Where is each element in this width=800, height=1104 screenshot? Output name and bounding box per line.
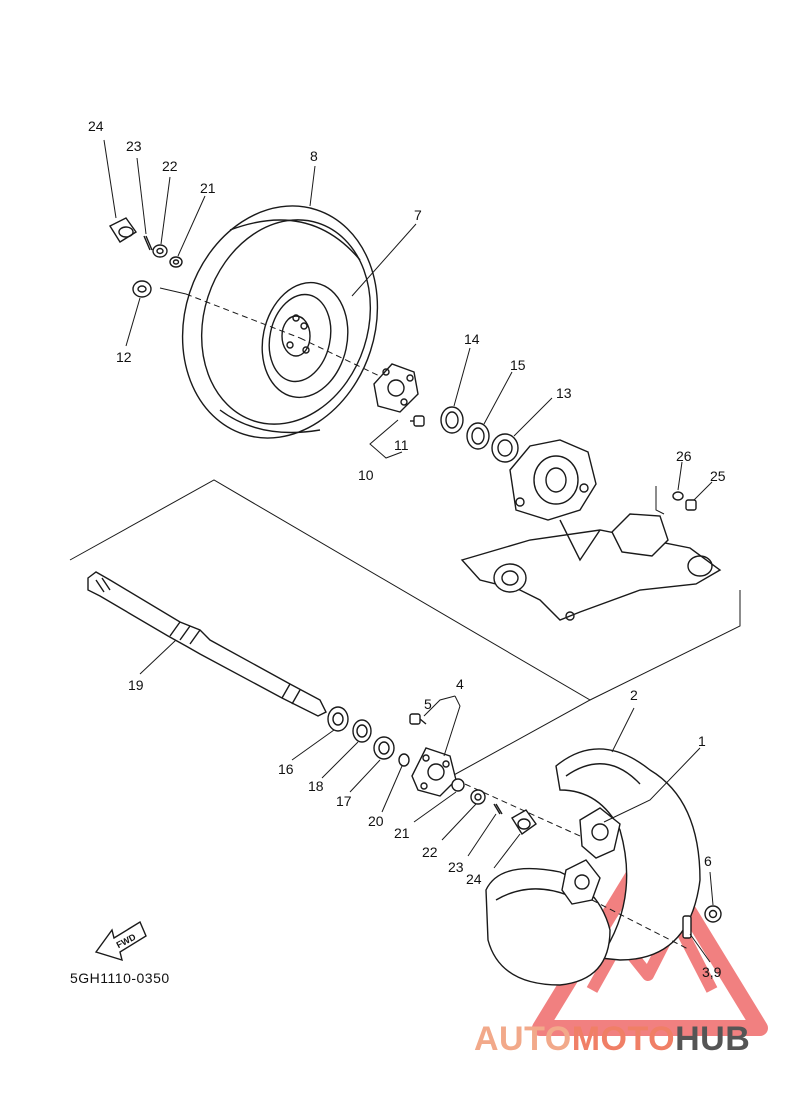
- oil-seal: [440, 406, 464, 434]
- callout-14: 14: [464, 331, 480, 347]
- watermark-moto: MOTO: [571, 1020, 676, 1058]
- upper-washer: [169, 256, 183, 268]
- callout-2: 2: [630, 687, 638, 703]
- callout-22-upper: 22: [162, 158, 178, 174]
- callout-labels: 24 23 22 21 8 7 12 14 15 13 11 10 26 25 …: [88, 118, 726, 980]
- swing-arm: [460, 513, 722, 621]
- callout-24-lower: 24: [466, 871, 482, 887]
- callout-24-upper: 24: [88, 118, 104, 134]
- lower-washer: [451, 778, 465, 792]
- callout-3-9: 3,9: [702, 964, 722, 980]
- callout-15: 15: [510, 357, 526, 373]
- callout-8: 8: [310, 148, 318, 164]
- final-gear-case: [509, 439, 597, 521]
- callout-23-upper: 23: [126, 138, 142, 154]
- wheel-stud: [682, 915, 692, 939]
- lower-wheel-rim: [561, 807, 691, 951]
- upper-hub-bolt: [410, 415, 425, 427]
- watermark-wordmark: AUTOMOTOHUB: [474, 1020, 750, 1059]
- axle-seal: [352, 719, 372, 743]
- callout-21-upper: 21: [200, 180, 216, 196]
- bearing-upper: [466, 422, 490, 450]
- watermark-auto: AUTO: [474, 1020, 572, 1058]
- callout-18: 18: [308, 778, 324, 794]
- callout-19: 19: [128, 677, 144, 693]
- fwd-arrow-icon: FWD: [94, 920, 147, 962]
- lower-hub: [411, 747, 457, 797]
- callout-5: 5: [424, 696, 432, 712]
- callout-13: 13: [556, 385, 572, 401]
- axle-collar: [373, 736, 395, 760]
- axle-bearing: [327, 706, 349, 732]
- rear-axle: [87, 571, 327, 717]
- upper-axle-cap: [108, 217, 138, 243]
- callout-4: 4: [456, 676, 464, 692]
- callout-22-lower: 22: [422, 844, 438, 860]
- bearing-lower: [491, 433, 519, 463]
- gear-case-washer: [672, 491, 684, 501]
- upper-cotter-pin: [143, 235, 153, 251]
- axle-circlip: [398, 753, 410, 767]
- lower-castle-nut: [470, 789, 486, 805]
- callout-7: 7: [414, 207, 422, 223]
- callout-26: 26: [676, 448, 692, 464]
- callout-21-lower: 21: [394, 825, 410, 841]
- upper-castle-nut: [152, 244, 168, 258]
- callout-1: 1: [698, 733, 706, 749]
- callout-17: 17: [336, 793, 352, 809]
- part-code-label: 5GH1110-0350: [70, 970, 170, 986]
- callout-11: 11: [394, 437, 409, 453]
- watermark-hub: HUB: [675, 1020, 751, 1058]
- callout-6: 6: [704, 853, 712, 869]
- callout-12: 12: [116, 349, 132, 365]
- callout-10: 10: [358, 467, 374, 483]
- lower-cotter-pin: [493, 803, 503, 815]
- gear-case-bolt: [685, 499, 697, 511]
- wheel-nut: [704, 905, 722, 923]
- upper-hub: [373, 363, 419, 413]
- axle-frame: [69, 479, 741, 777]
- callout-20: 20: [368, 813, 384, 829]
- leader-lines: [103, 139, 714, 963]
- lower-tire: [485, 748, 701, 986]
- callout-16: 16: [278, 761, 294, 777]
- lower-axle-cap: [511, 809, 537, 836]
- upper-hub-nut: [132, 280, 152, 298]
- lower-hub-bolt: [409, 713, 427, 725]
- callout-23-lower: 23: [448, 859, 464, 875]
- callout-25: 25: [710, 468, 726, 484]
